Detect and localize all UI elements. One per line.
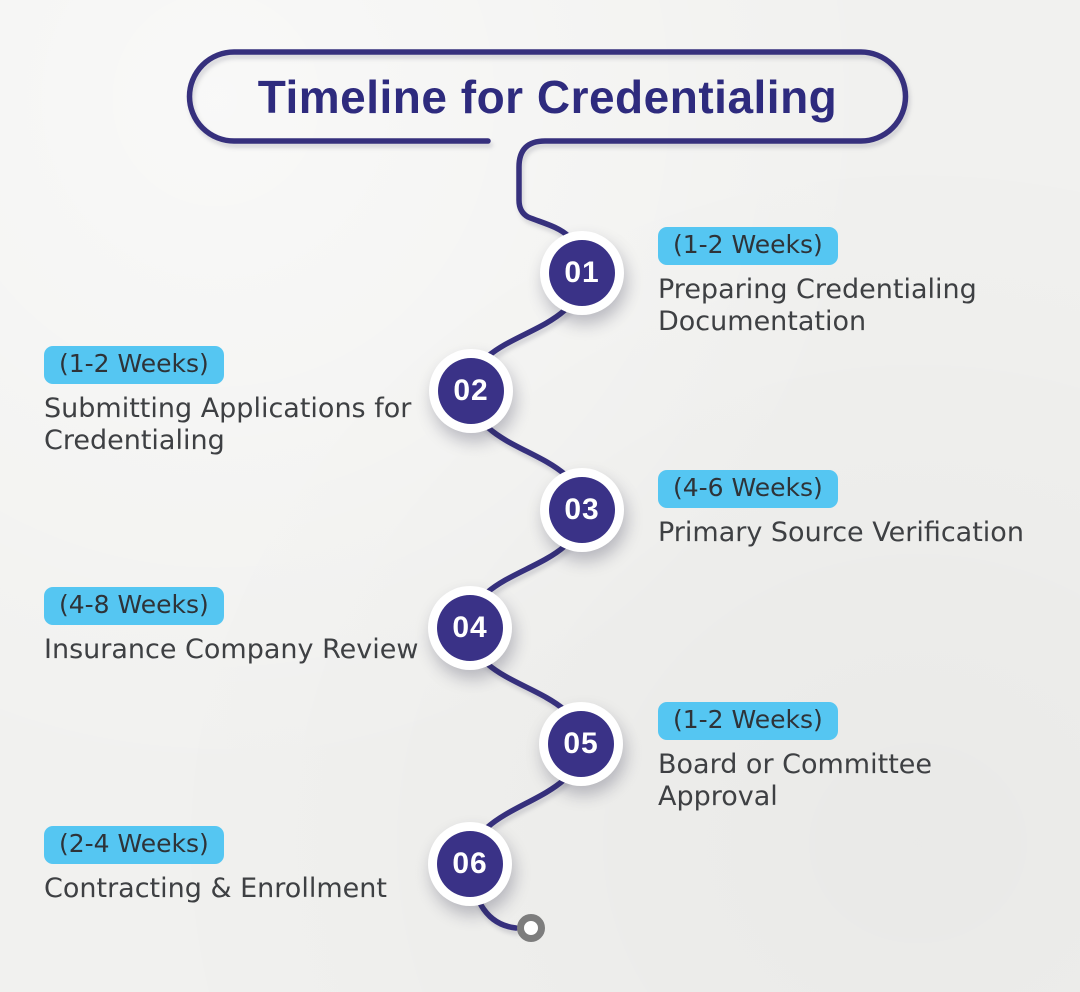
step-label: Board or Committee Approval — [658, 749, 933, 812]
step-label: Submitting Applications for Credentialin… — [44, 393, 412, 456]
timeline-node-02: 02 — [429, 349, 513, 433]
node-number: 06 — [452, 847, 488, 880]
step-label: Preparing Credentialing Documentation — [658, 274, 977, 337]
duration-badge: (1-2 Weeks) — [658, 702, 838, 740]
step-5-text: (1-2 Weeks) Board or Committee Approval — [658, 702, 1068, 813]
title-banner: Timeline for Credentialing — [190, 52, 905, 142]
node-number: 04 — [452, 611, 488, 644]
node-circle: 03 — [549, 477, 615, 543]
step-label: Primary Source Verification — [658, 517, 1024, 548]
step-6-text: (2-4 Weeks) Contracting & Enrollment — [44, 826, 454, 905]
node-circle: 06 — [437, 831, 503, 897]
node-number: 03 — [564, 493, 600, 526]
step-3-text: (4-6 Weeks) Primary Source Verification — [658, 470, 1068, 549]
timeline-node-03: 03 — [540, 468, 624, 552]
node-number: 05 — [563, 727, 599, 760]
timeline-node-04: 04 — [428, 586, 512, 670]
endpoint-ring-icon — [517, 914, 545, 942]
duration-badge: (1-2 Weeks) — [44, 346, 224, 384]
step-4-text: (4-8 Weeks) Insurance Company Review — [44, 587, 454, 666]
node-circle: 02 — [438, 358, 504, 424]
duration-badge: (1-2 Weeks) — [658, 227, 838, 265]
timeline-node-01: 01 — [540, 231, 624, 315]
step-label: Contracting & Enrollment — [44, 873, 387, 904]
node-circle: 04 — [437, 595, 503, 661]
node-circle: 01 — [549, 240, 615, 306]
page-title: Timeline for Credentialing — [257, 71, 838, 123]
timeline-node-05: 05 — [539, 702, 623, 786]
duration-badge: (4-8 Weeks) — [44, 587, 224, 625]
title-outline-path — [186, 49, 909, 276]
step-label: Insurance Company Review — [44, 634, 419, 665]
node-number: 01 — [564, 256, 600, 289]
step-2-text: (1-2 Weeks) Submitting Applications for … — [44, 346, 454, 457]
duration-badge: (4-6 Weeks) — [658, 470, 838, 508]
timeline-node-06: 06 — [428, 822, 512, 906]
step-1-text: (1-2 Weeks) Preparing Credentialing Docu… — [658, 227, 1068, 338]
duration-badge: (2-4 Weeks) — [44, 826, 224, 864]
node-number: 02 — [453, 374, 489, 407]
node-circle: 05 — [548, 711, 614, 777]
